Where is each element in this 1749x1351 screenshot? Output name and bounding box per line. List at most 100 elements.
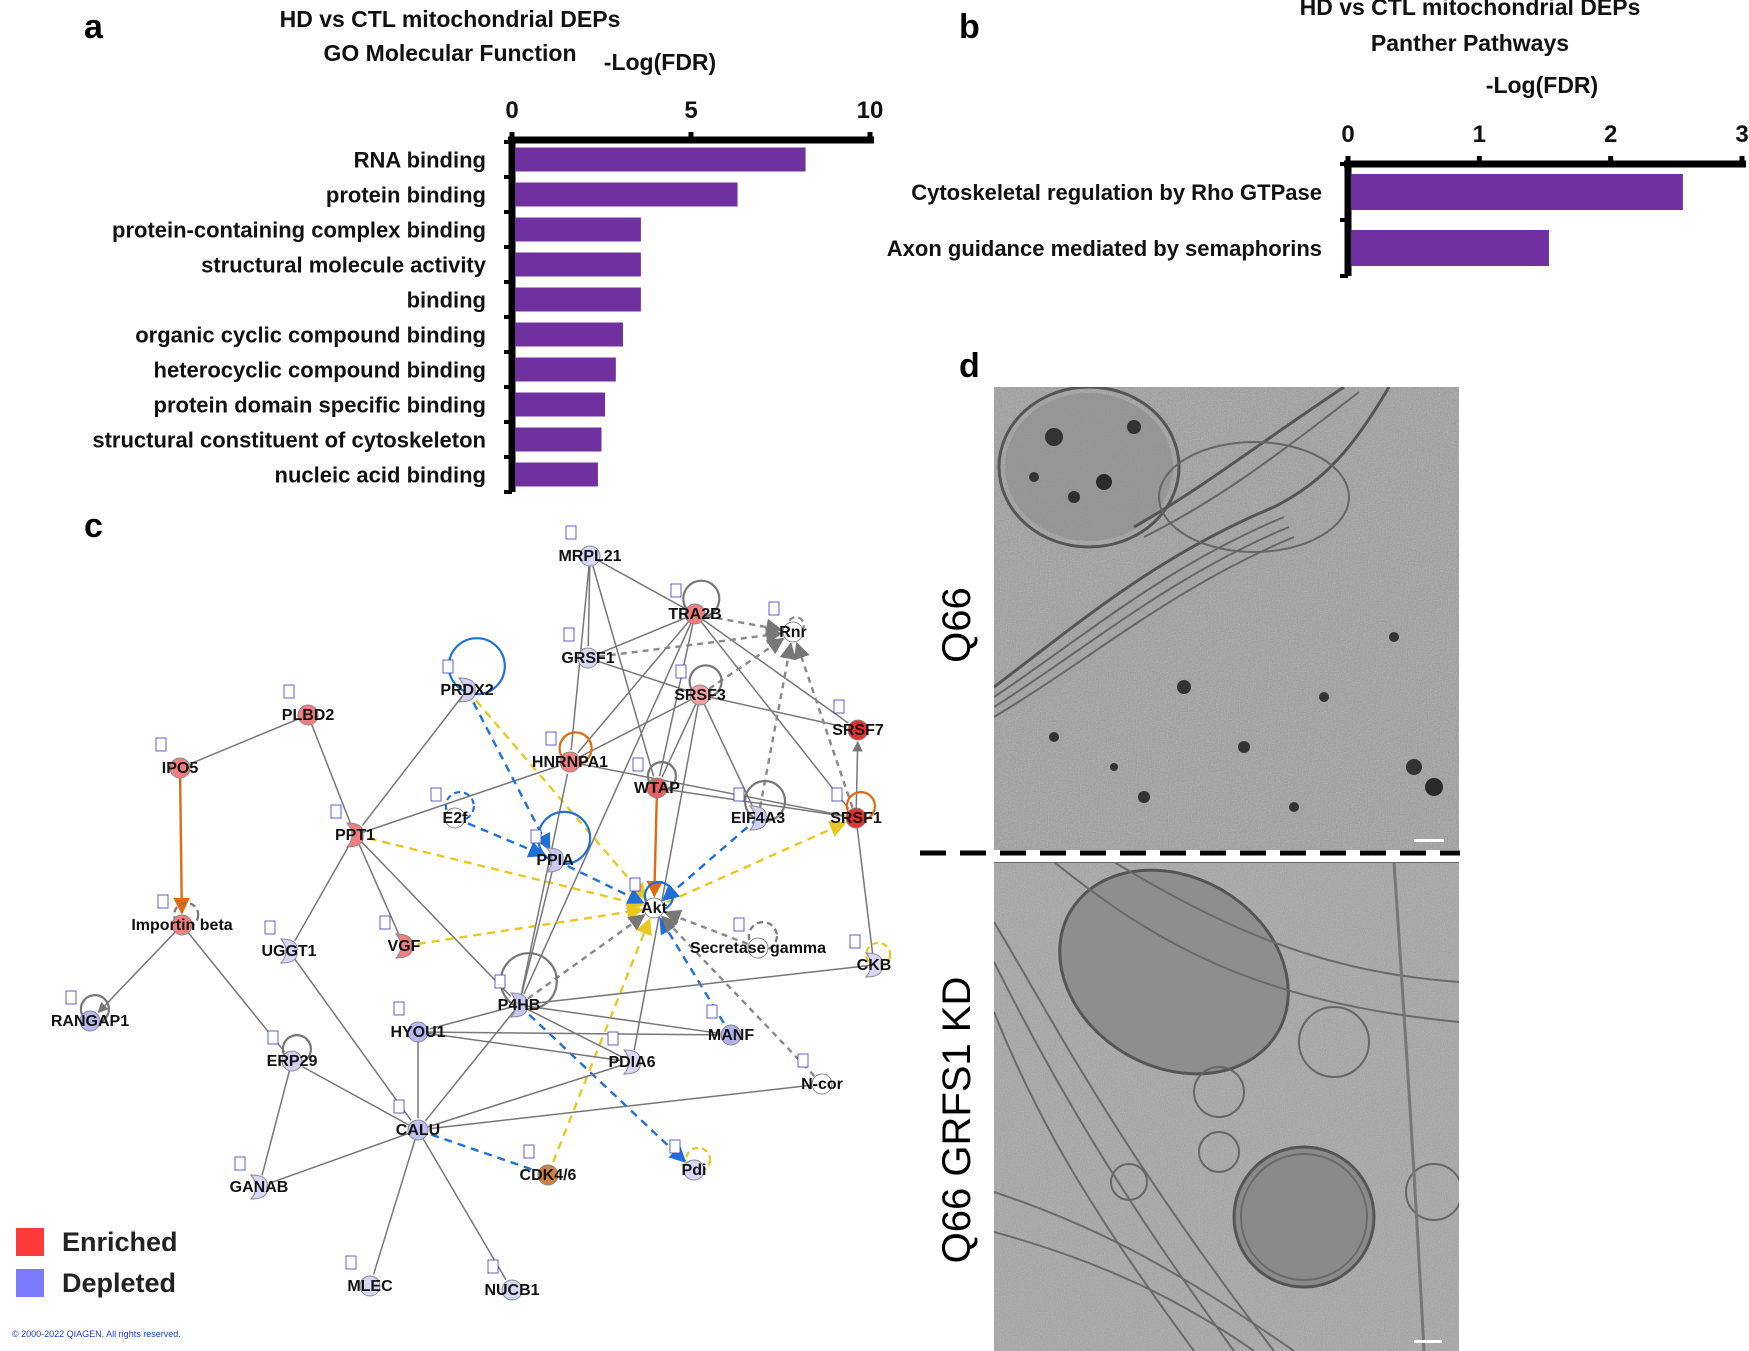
- network-node[interactable]: PPIA: [530, 829, 574, 873]
- network-node[interactable]: SRSF1: [830, 787, 882, 829]
- node-badge: [65, 990, 77, 1005]
- network-node[interactable]: HYOU1: [390, 1001, 446, 1043]
- network-edge: [417, 1031, 621, 1062]
- node-shape: [845, 807, 867, 829]
- network-edge: [302, 1066, 419, 1131]
- network-edge: [288, 950, 412, 1121]
- node-shape: [345, 822, 364, 848]
- network-edge: [372, 1129, 419, 1275]
- network-node[interactable]: RANGAP1: [51, 990, 129, 1032]
- panel-b-title-line2: Panther Pathways: [1370, 30, 1570, 56]
- node-label: P4HB: [498, 997, 541, 1014]
- network-edge: [661, 817, 759, 902]
- network-node[interactable]: VGF: [379, 915, 421, 959]
- network-edge: [580, 694, 701, 758]
- network-edge: [403, 903, 644, 948]
- node-badge: [530, 829, 542, 844]
- node-shape: [747, 937, 769, 959]
- network-node[interactable]: PRDX2: [440, 659, 494, 703]
- node-label: N-cor: [801, 1076, 843, 1093]
- node-label: PPIA: [536, 852, 574, 869]
- network-node[interactable]: Pdi: [669, 1139, 707, 1181]
- node-shape: [537, 1164, 559, 1186]
- node-badge: [494, 974, 506, 989]
- network-edge: [354, 834, 512, 997]
- network-node[interactable]: UGGT1: [261, 920, 317, 964]
- node-shape: [79, 1010, 101, 1032]
- network-node[interactable]: Rnr: [768, 601, 807, 643]
- node-badge: [675, 664, 687, 679]
- network-node[interactable]: HNRNPA1: [532, 731, 608, 773]
- network-edge: [663, 909, 759, 950]
- network-node[interactable]: GANAB: [230, 1156, 289, 1200]
- network-node[interactable]: P4HB: [494, 974, 541, 1018]
- node-shape: [359, 1275, 381, 1297]
- panel-b-title-line1: HD vs CTL mitochondrial DEPs: [1299, 0, 1641, 20]
- network-edge: [694, 612, 783, 636]
- network-node[interactable]: PLBD2: [282, 684, 335, 726]
- node-shape: [864, 952, 883, 978]
- network-node[interactable]: SRSF3: [674, 664, 726, 706]
- network-edge: [294, 834, 356, 941]
- node-badge: [632, 757, 644, 772]
- network-node[interactable]: ERP29: [267, 1030, 318, 1072]
- network-node[interactable]: CKB: [849, 934, 891, 978]
- node-label: IPO5: [162, 760, 199, 777]
- node-label: MANF: [708, 1027, 754, 1044]
- network-node[interactable]: E2f: [430, 787, 468, 829]
- network-node[interactable]: MANF: [706, 1004, 754, 1046]
- network-node[interactable]: IPO5: [155, 737, 199, 779]
- node-shape: [577, 647, 599, 669]
- network-node[interactable]: MRPL21: [558, 525, 622, 567]
- legend-depleted-label: Depleted: [62, 1267, 177, 1298]
- network-node[interactable]: CDK4/6: [520, 1144, 577, 1186]
- node-badge: [155, 737, 167, 752]
- node-badge: [563, 627, 575, 642]
- network-node[interactable]: CALU: [393, 1099, 440, 1141]
- node-badge: [607, 1031, 619, 1046]
- legend-depleted: Depleted: [16, 1268, 176, 1298]
- x-tick-label: 0: [1341, 121, 1354, 148]
- node-badge: [669, 1139, 681, 1154]
- node-label: Pdi: [682, 1162, 707, 1179]
- network-edge: [465, 689, 551, 851]
- network-node[interactable]: Akt: [629, 877, 668, 919]
- network-edge: [569, 761, 845, 817]
- network-node[interactable]: SRSF7: [832, 699, 884, 741]
- network-node[interactable]: Importin beta: [131, 894, 233, 936]
- x-tick-label: 0: [505, 97, 518, 124]
- node-label: HNRNPA1: [532, 754, 608, 771]
- network-edge: [546, 917, 652, 1176]
- network-node[interactable]: GRSF1: [561, 627, 615, 669]
- network-edge: [661, 915, 823, 1085]
- network-edge: [307, 714, 352, 825]
- node-label: ERP29: [267, 1053, 318, 1070]
- network-edge: [656, 787, 845, 817]
- network-node[interactable]: NUCB1: [484, 1259, 540, 1301]
- node-shape: [720, 1024, 742, 1046]
- network-edge: [587, 555, 591, 647]
- category-label: nucleic acid binding: [275, 463, 486, 488]
- network-node[interactable]: N-cor: [797, 1053, 843, 1095]
- self-loop: [685, 1146, 712, 1173]
- node-label: NUCB1: [484, 1282, 539, 1299]
- network-node[interactable]: WTAP: [632, 757, 680, 799]
- node-shape: [171, 914, 193, 936]
- node-shape: [622, 1049, 641, 1075]
- network-node[interactable]: MLEC: [345, 1255, 393, 1297]
- node-shape: [579, 545, 601, 567]
- network-edge: [270, 1129, 419, 1184]
- network-node[interactable]: TRA2B: [668, 583, 722, 625]
- network-edge: [653, 821, 847, 910]
- node-badge: [345, 1255, 357, 1270]
- network-node[interactable]: PPT1: [330, 804, 375, 848]
- network-node[interactable]: EIF4A3: [731, 787, 785, 831]
- x-tick-label: 10: [857, 97, 884, 124]
- node-badge: [393, 1099, 405, 1114]
- network-edge: [699, 694, 754, 808]
- network-node[interactable]: PDIA6: [607, 1031, 656, 1075]
- node-badge: [768, 601, 780, 616]
- node-label: SRSF3: [674, 687, 726, 704]
- network-edge: [699, 637, 785, 696]
- network-node[interactable]: Secretase gamma: [690, 917, 826, 959]
